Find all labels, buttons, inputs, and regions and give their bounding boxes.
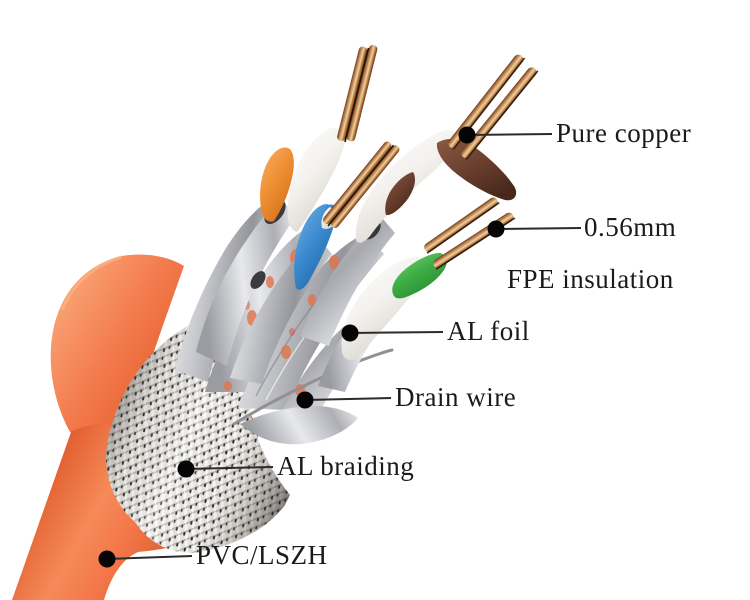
brown-insulated-wire (385, 172, 415, 216)
callout-line-pure-copper (466, 133, 553, 136)
twisted-pair-brown (300, 54, 539, 346)
label-pvc-lszh: PVC/LSZH (196, 540, 328, 570)
label-al-braiding: AL braiding (277, 451, 415, 481)
copper-conductor (424, 197, 500, 254)
foil-opening (250, 271, 266, 289)
label-drain-wire: Drain wire (395, 382, 517, 412)
twisted-pair-blue (230, 141, 400, 384)
callout-dot-pure-copper (458, 126, 476, 144)
callout-line-pvc-lszh (106, 555, 193, 560)
brown-wire-end (436, 138, 517, 201)
copper-conductor (448, 54, 526, 150)
pair-foil-wrap (300, 219, 395, 346)
label-al-foil: AL foil (447, 316, 530, 346)
label-diameter: 0.56mm (584, 212, 677, 242)
label-pure-copper: Pure copper (556, 118, 692, 148)
callout-leaders (106, 133, 582, 560)
twisted-pair-orange (196, 44, 378, 366)
callout-dot-al-foil (341, 324, 359, 342)
callout-dots (98, 126, 505, 568)
callout-dot-diameter (487, 220, 505, 238)
green-insulated-wire (392, 253, 447, 299)
callout-dot-al-braiding (177, 460, 195, 478)
callout-line-drain-wire (304, 397, 392, 401)
pair-foil-wrap (196, 200, 296, 366)
copper-conductors (337, 44, 378, 143)
label-fpe-insulation: FPE insulation (507, 264, 674, 294)
copper-conductors (323, 141, 400, 228)
orange-insulated-wire (260, 147, 294, 222)
callout-dot-pvc-lszh (98, 550, 116, 568)
callout-dot-drain-wire (296, 391, 314, 409)
callout-line-al-foil (349, 331, 444, 334)
callout-line-al-braiding (185, 466, 274, 470)
white-insulated-wire (287, 127, 346, 232)
callout-line-diameter (495, 227, 582, 230)
